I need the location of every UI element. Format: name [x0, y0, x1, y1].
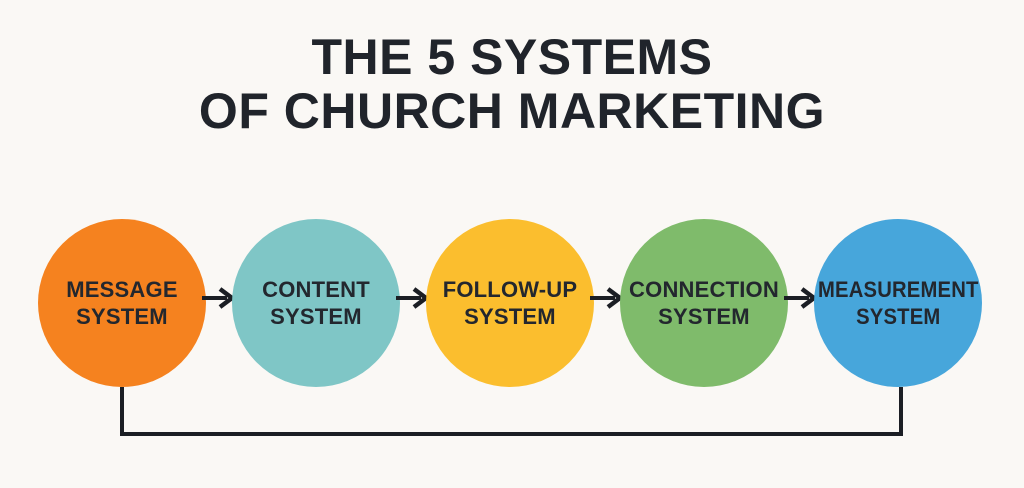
title-line-2: OF CHURCH MARKETING — [198, 83, 826, 139]
system-circle-message: MESSAGE SYSTEM — [38, 219, 206, 387]
system-label-line2: SYSTEM — [464, 304, 556, 329]
system-label-line1: CONNECTION — [629, 277, 779, 302]
system-label-connection: CONNECTION SYSTEM — [629, 276, 779, 330]
system-label-line1: CONTENT — [262, 277, 370, 302]
system-label-follow-up: FOLLOW-UP SYSTEM — [443, 276, 578, 330]
system-label-line2: SYSTEM — [270, 304, 362, 329]
system-label-line1: FOLLOW-UP — [442, 277, 578, 302]
system-label-content: CONTENT SYSTEM — [262, 276, 370, 330]
title-line-1: THE 5 SYSTEMS — [311, 29, 713, 85]
system-label-line2: SYSTEM — [76, 304, 168, 329]
system-circle-measurement: MEASUREMENT SYSTEM — [814, 219, 982, 387]
system-circle-content: CONTENT SYSTEM — [232, 219, 400, 387]
system-label-line1: MEASUREMENT — [817, 277, 979, 302]
system-label-measurement: MEASUREMENT SYSTEM — [818, 276, 979, 330]
system-label-message: MESSAGE SYSTEM — [66, 276, 177, 330]
system-label-line2: SYSTEM — [855, 304, 941, 329]
system-circle-follow-up: FOLLOW-UP SYSTEM — [426, 219, 594, 387]
system-label-line2: SYSTEM — [658, 304, 750, 329]
system-label-line1: MESSAGE — [66, 277, 178, 302]
feedback-loop-connector — [120, 387, 903, 436]
page-title: THE 5 SYSTEMS OF CHURCH MARKETING — [0, 30, 1024, 138]
system-circle-connection: CONNECTION SYSTEM — [620, 219, 788, 387]
